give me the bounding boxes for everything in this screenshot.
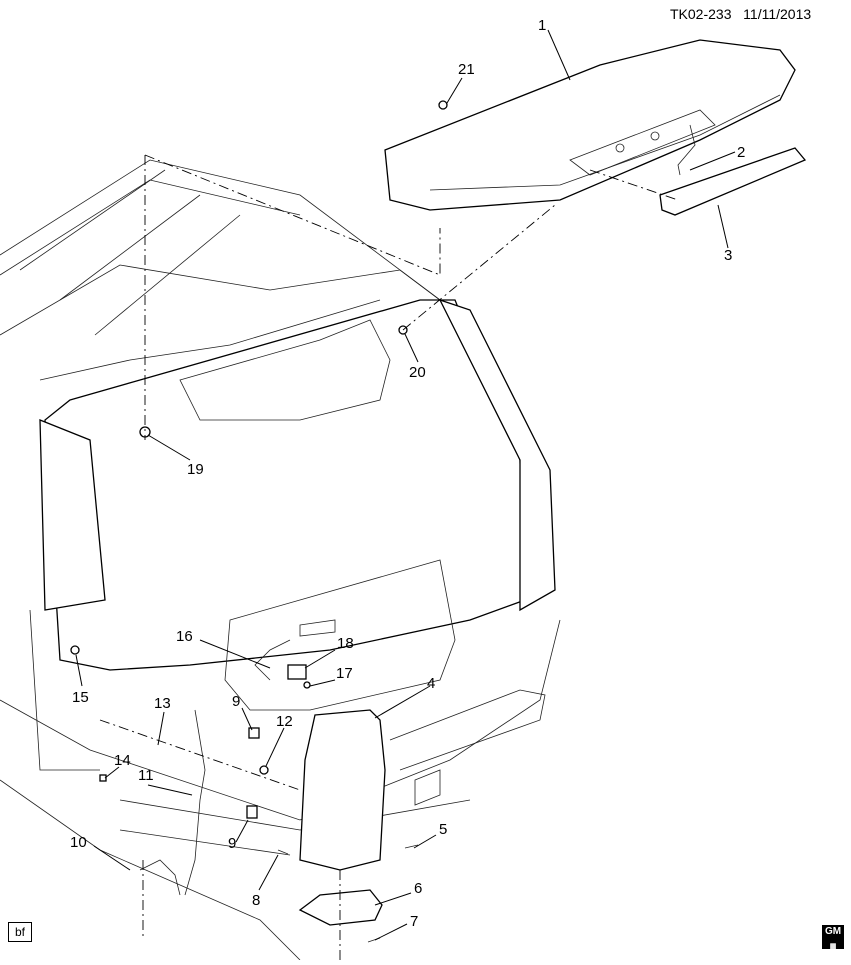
callout-2: 2	[737, 144, 745, 161]
header-line: TK02-233 11/11/2013	[670, 6, 811, 22]
part-14-clip	[99, 774, 107, 782]
callout-16: 16	[176, 628, 193, 645]
part-9-clip-b	[246, 805, 258, 819]
callout-5: 5	[439, 821, 447, 838]
callout-1: 1	[538, 17, 546, 34]
part-1-spoiler	[384, 39, 796, 211]
part-2-connector	[677, 124, 696, 176]
diagram-code: TK02-233	[670, 6, 732, 22]
part-8-bolt	[277, 849, 289, 855]
callout-9b: 9	[228, 835, 236, 852]
callout-15: 15	[72, 689, 89, 706]
assembly-lines	[99, 154, 679, 960]
callout-17: 17	[336, 665, 353, 682]
part-6-bracket	[298, 889, 383, 926]
diagram-date: 11/11/2013	[743, 6, 812, 22]
gm-logo: GM▦	[822, 925, 844, 950]
callout-labels: 1 2 3 4 5 6 7 8 9 9 10 11 12 13 14 15 16…	[70, 17, 745, 930]
part-18-camera	[287, 664, 307, 680]
callout-13: 13	[154, 695, 171, 712]
callout-21: 21	[458, 61, 475, 78]
callout-10: 10	[70, 834, 87, 851]
callout-12: 12	[276, 713, 293, 730]
callout-18: 18	[337, 635, 354, 652]
part-9-clip-a	[248, 727, 260, 739]
part-15-nut	[70, 645, 80, 655]
part-10-harness	[139, 859, 181, 896]
part-21-nut	[438, 100, 448, 110]
callout-20: 20	[409, 364, 426, 381]
callout-3: 3	[724, 247, 732, 264]
part-4-tail-lamp	[299, 709, 386, 871]
vehicle-body	[0, 159, 561, 961]
callout-14: 14	[114, 752, 131, 769]
callout-8: 8	[252, 892, 260, 909]
leader-lines	[75, 29, 736, 941]
part-11-harness	[184, 709, 206, 896]
callout-6: 6	[414, 880, 422, 897]
corner-tag: bf	[8, 922, 32, 942]
part-5-bolt	[404, 844, 419, 849]
callout-9a: 9	[232, 693, 240, 710]
callout-4: 4	[427, 675, 435, 692]
part-12-grommet	[259, 765, 269, 775]
callout-11: 11	[138, 767, 154, 784]
part-3-lamp	[659, 147, 807, 216]
part-17-grommet	[303, 681, 311, 689]
callout-19: 19	[187, 461, 204, 478]
part-16-harness	[254, 639, 291, 681]
callout-7: 7	[410, 913, 418, 930]
